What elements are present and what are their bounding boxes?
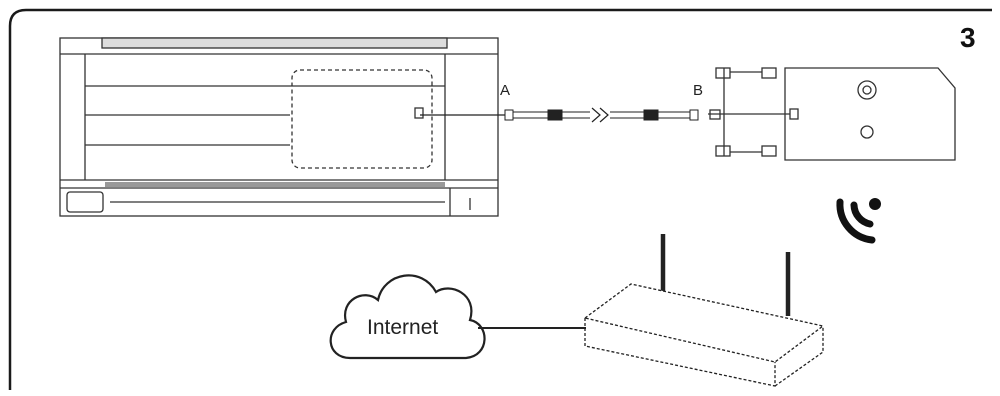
air-conditioner-indoor-unit-icon	[59, 37, 499, 217]
cable-icon	[420, 107, 699, 123]
network-connection-line	[478, 327, 586, 329]
wifi-adapter-module-icon	[708, 67, 956, 161]
diagram-frame	[8, 8, 992, 390]
internet-label: Internet	[367, 316, 439, 339]
connector-b-label: B	[693, 82, 704, 99]
cloud-icon	[329, 274, 486, 360]
router-icon	[583, 234, 825, 387]
step-number: 3	[960, 22, 976, 53]
connector-a-label: A	[500, 82, 511, 99]
wireless-signal-icon	[836, 198, 881, 244]
